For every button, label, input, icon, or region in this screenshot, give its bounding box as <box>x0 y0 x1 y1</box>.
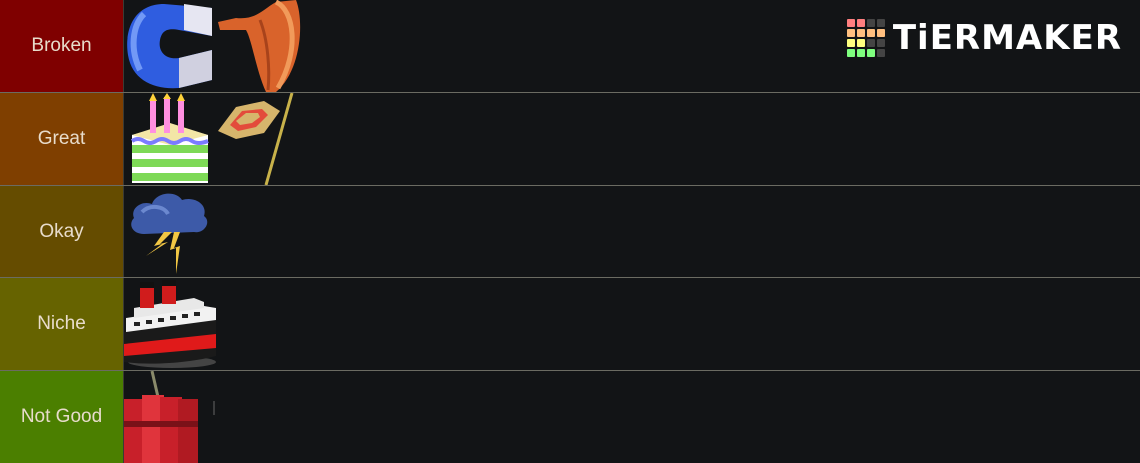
tier-row-okay: Okay <box>0 186 1140 278</box>
logo-grid-cell <box>866 39 875 47</box>
dynamite-icon <box>124 371 215 463</box>
tier-row-broken: Broken <box>0 0 1140 92</box>
straw-hat-icon <box>218 93 294 185</box>
logo-grid-cell <box>846 19 855 27</box>
tier-items-niche[interactable] <box>124 278 1140 370</box>
row-divider <box>0 370 1140 371</box>
logo-grid-cell <box>846 29 855 37</box>
logo-grid-cell <box>856 19 865 27</box>
tier-row-great: Great <box>0 93 1140 185</box>
logo-grid-cell <box>876 19 885 27</box>
gramophone-horn-item[interactable] <box>216 0 308 92</box>
logo-grid-cell <box>866 19 875 27</box>
birthday-cake-item[interactable] <box>124 93 216 185</box>
row-divider <box>0 92 1140 93</box>
row-divider <box>0 185 1140 186</box>
tier-label-okay[interactable]: Okay <box>0 186 124 278</box>
birthday-cake-icon <box>130 93 209 183</box>
logo-grid-cell <box>876 39 885 47</box>
tiermaker-logo: TiERMAKER <box>846 18 1122 58</box>
gramophone-horn-icon <box>218 0 301 92</box>
tier-items-great[interactable] <box>124 93 1140 185</box>
logo-wordmark: TiERMAKER <box>892 18 1122 58</box>
magnet-item[interactable] <box>124 0 216 92</box>
logo-grid-cell <box>876 49 885 57</box>
tier-label-great[interactable]: Great <box>0 93 124 185</box>
logo-grid-cell <box>876 29 885 37</box>
magnet-icon <box>127 4 212 89</box>
tier-items-okay[interactable] <box>124 186 1140 278</box>
straw-hat-item[interactable] <box>216 93 308 185</box>
logo-grid-cell <box>846 49 855 57</box>
ocean-liner-item[interactable] <box>124 278 216 370</box>
storm-cloud-item[interactable] <box>124 186 216 278</box>
logo-grid-cell <box>866 29 875 37</box>
tier-items-broken[interactable] <box>124 0 1140 92</box>
logo-grid-cell <box>856 49 865 57</box>
dynamite-item[interactable] <box>124 371 216 463</box>
logo-grid-cell <box>856 29 865 37</box>
tier-label-broken[interactable]: Broken <box>0 0 124 92</box>
logo-grid-cell <box>846 39 855 47</box>
logo-grid-icon <box>846 19 885 57</box>
tier-row-niche: Niche <box>0 278 1140 370</box>
tier-items-not-good[interactable] <box>124 371 1140 463</box>
tier-label-not-good[interactable]: Not Good <box>0 371 124 463</box>
tier-label-niche[interactable]: Niche <box>0 278 124 370</box>
logo-grid-cell <box>856 39 865 47</box>
logo-grid-cell <box>866 49 875 57</box>
row-divider <box>0 277 1140 278</box>
storm-cloud-icon <box>131 193 208 274</box>
tier-row-not-good: Not Good <box>0 371 1140 463</box>
ocean-liner-icon <box>124 280 216 368</box>
